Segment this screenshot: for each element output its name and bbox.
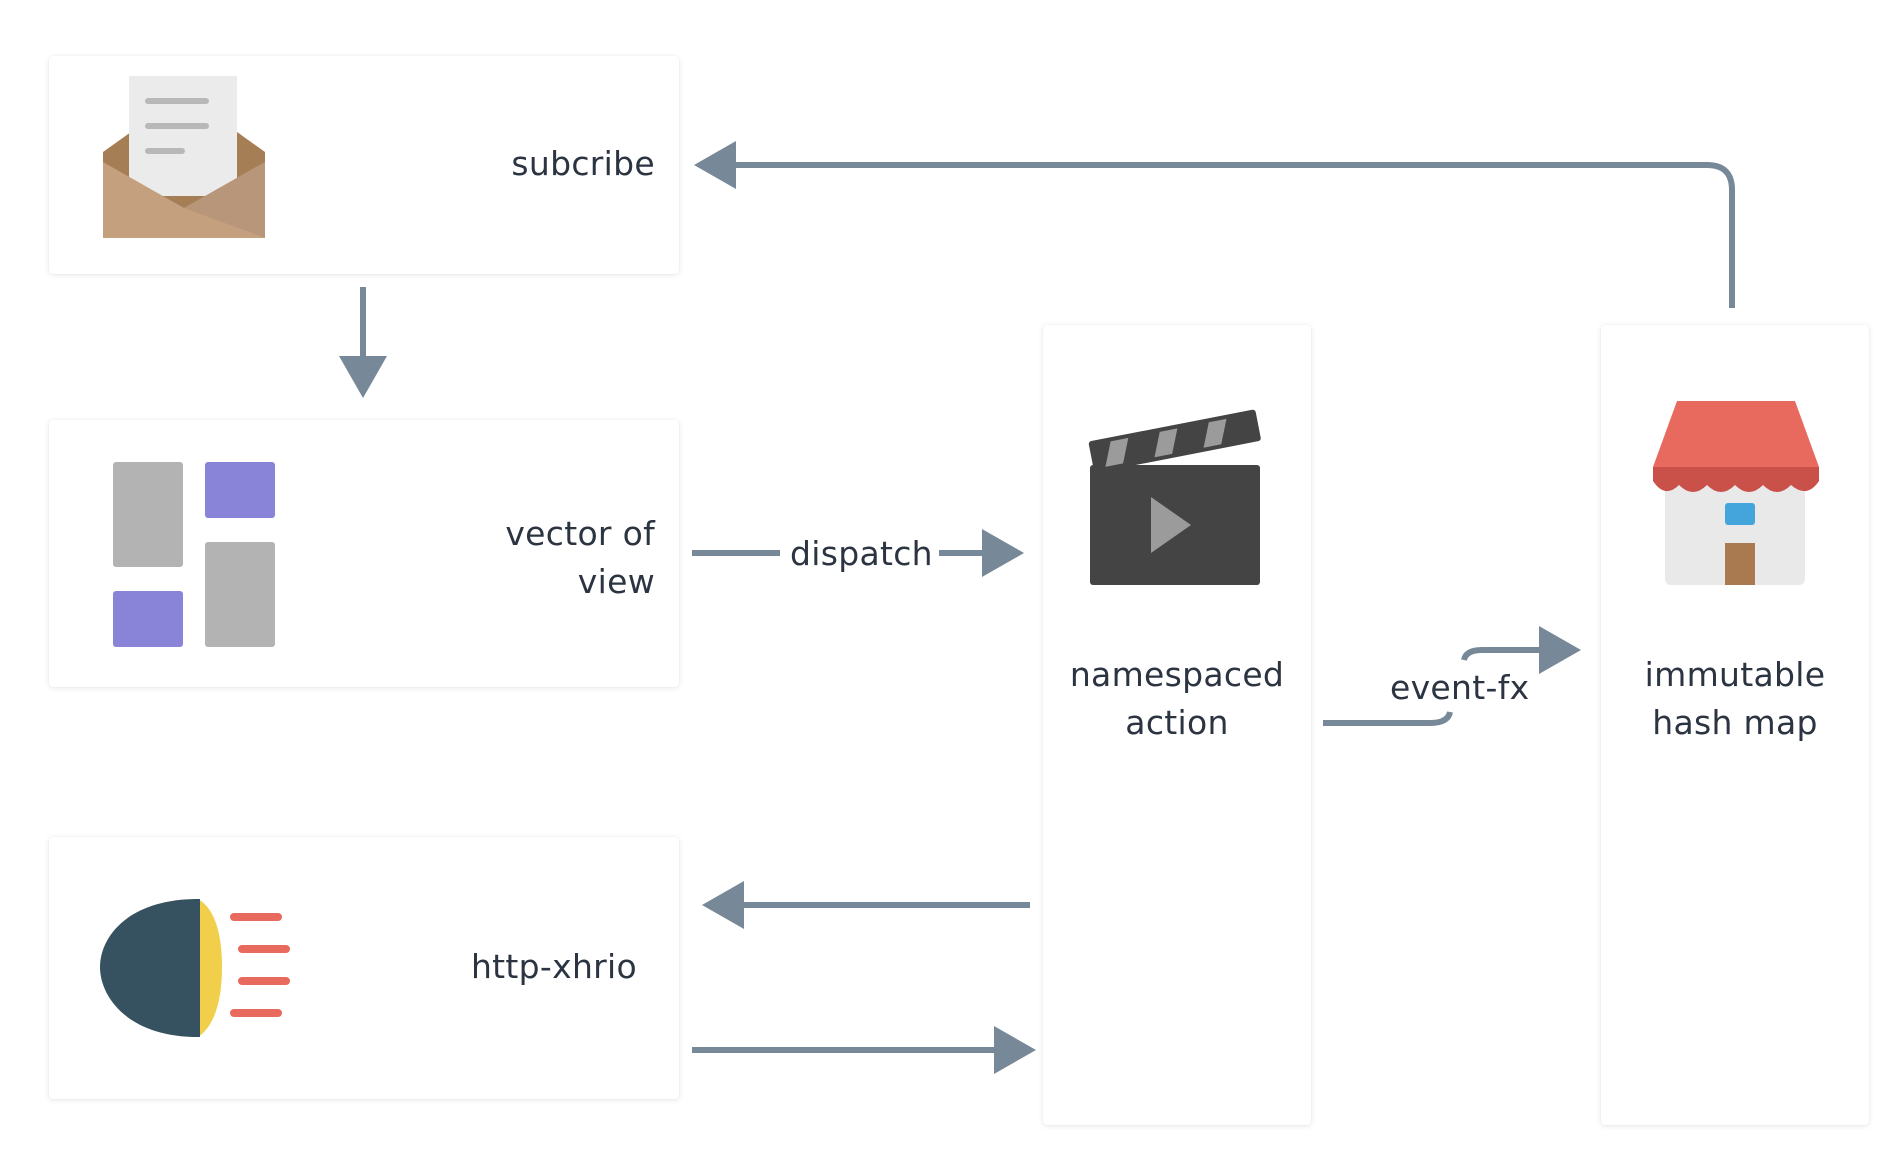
clapperboard-icon bbox=[1088, 409, 1261, 585]
arrow-event-fx-right-segment bbox=[1461, 626, 1581, 674]
card-views[interactable]: vector of view bbox=[49, 420, 679, 687]
card-views-label-line1: vector of bbox=[505, 514, 655, 553]
store-icon bbox=[1653, 401, 1819, 585]
card-http-label: http-xhrio bbox=[470, 947, 637, 986]
card-subscribe-label: subcribe bbox=[511, 144, 655, 183]
card-db-label-line1: immutable bbox=[1644, 655, 1826, 694]
arrow-event-fx-left-segment bbox=[1323, 711, 1453, 726]
edge-label-event-fx: event-fx bbox=[1384, 668, 1536, 708]
card-action[interactable]: namespaced action bbox=[1043, 325, 1311, 1125]
headlight-icon bbox=[100, 899, 290, 1037]
edge-label-dispatch: dispatch bbox=[784, 534, 939, 574]
card-http[interactable]: http-xhrio bbox=[49, 837, 679, 1099]
layout-grid-icon bbox=[113, 462, 275, 647]
arrow-db-to-subscribe bbox=[694, 141, 1735, 308]
card-subscribe[interactable]: subcribe bbox=[49, 56, 679, 274]
card-views-label-line2: view bbox=[577, 562, 655, 601]
card-action-label-line2: action bbox=[1125, 703, 1229, 742]
envelope-icon bbox=[103, 76, 265, 238]
card-db-label-line2: hash map bbox=[1652, 703, 1818, 742]
card-db[interactable]: immutable hash map bbox=[1601, 325, 1869, 1125]
card-action-label-line1: namespaced bbox=[1069, 655, 1285, 694]
